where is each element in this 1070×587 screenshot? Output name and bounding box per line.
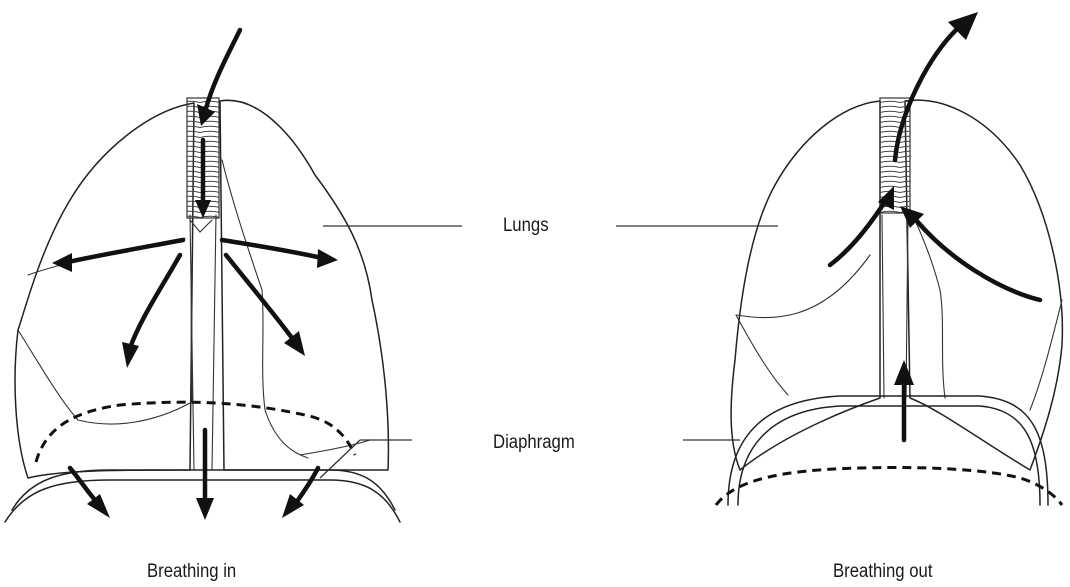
breathing-out-figure [716, 12, 1062, 505]
label-diaphragm: Diaphragm [493, 432, 575, 454]
left-lung-outline [15, 103, 194, 478]
left-lung-outline-out [731, 101, 880, 470]
right-lung-outline-out [905, 100, 1062, 470]
label-lungs: Lungs [503, 215, 549, 237]
breathing-in-figure [5, 30, 400, 522]
caption-breathing-in: Breathing in [147, 561, 236, 583]
diaphragm-previous-position [36, 402, 355, 462]
caption-breathing-out: Breathing out [833, 561, 932, 583]
diaphragm-previous-position-out [716, 467, 1062, 505]
